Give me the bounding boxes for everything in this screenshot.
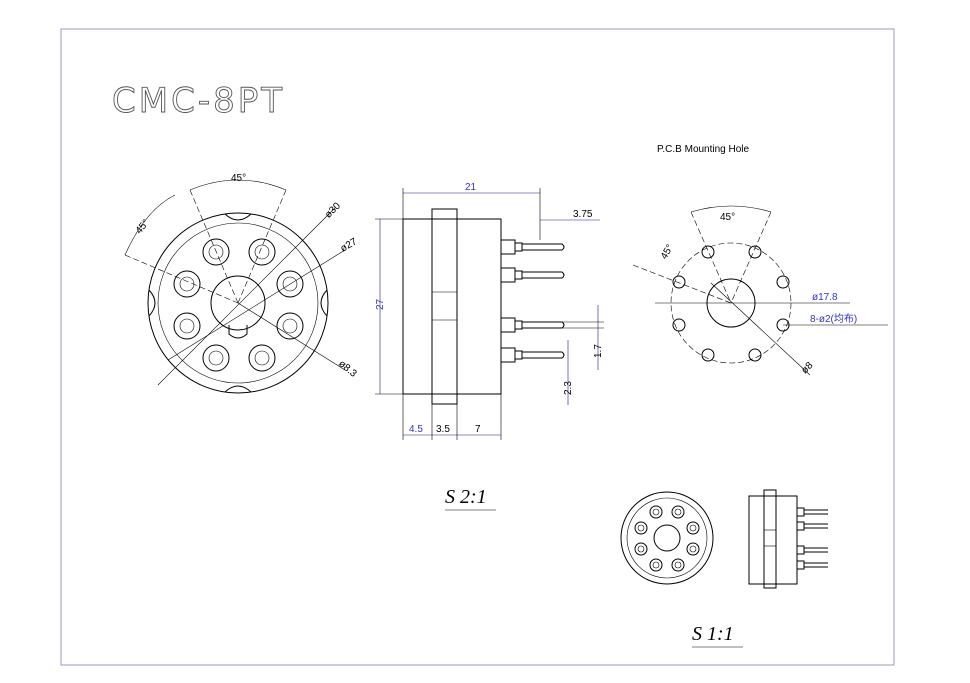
front-dia-8-3: ø8.3 bbox=[336, 358, 359, 380]
scale-1-1-label: S 1:1 bbox=[692, 623, 734, 645]
front-pin-holes bbox=[173, 238, 304, 372]
pcb-view: 45° 45° ø17.8 8-ø2(均布) ø8 bbox=[632, 205, 888, 376]
pcb-holes-note: 8-ø2(均布) bbox=[810, 313, 857, 325]
small-front-view bbox=[620, 491, 714, 585]
pcb-dia-17-8: ø17.8 bbox=[812, 292, 838, 303]
side-dim-27: 27 bbox=[375, 298, 386, 310]
pcb-mounting-hole-label: P.C.B Mounting Hole bbox=[657, 144, 750, 155]
side-view: 21 3.75 27 1.7 2.3 4.5 3.5 7 bbox=[375, 182, 604, 440]
front-angle-top: 45° bbox=[231, 173, 246, 184]
side-dim-3-5: 3.5 bbox=[436, 424, 450, 435]
drawing-title: CMC-8PT bbox=[112, 81, 285, 121]
front-view: 45° 45° ø30 ø27 ø8.3 bbox=[124, 173, 360, 394]
pcb-angle-left: 45° bbox=[659, 243, 676, 262]
front-dia-30: ø30 bbox=[323, 200, 343, 220]
scale-2-1-label: S 2:1 bbox=[445, 486, 487, 508]
pcb-angle-top: 45° bbox=[720, 212, 735, 223]
pcb-holes bbox=[672, 245, 790, 362]
front-dia-27: ø27 bbox=[339, 236, 360, 254]
side-dim-3-75: 3.75 bbox=[573, 209, 593, 220]
side-pins bbox=[500, 239, 565, 363]
side-dim-21: 21 bbox=[465, 182, 477, 193]
drawing-frame bbox=[60, 28, 895, 666]
side-dim-1-7: 1.7 bbox=[593, 344, 604, 358]
pcb-dia-8: ø8 bbox=[799, 360, 815, 376]
side-dim-4-5: 4.5 bbox=[409, 424, 423, 435]
small-side-view bbox=[748, 489, 828, 589]
side-dim-7: 7 bbox=[475, 424, 481, 435]
side-dim-2-3: 2.3 bbox=[563, 381, 574, 395]
